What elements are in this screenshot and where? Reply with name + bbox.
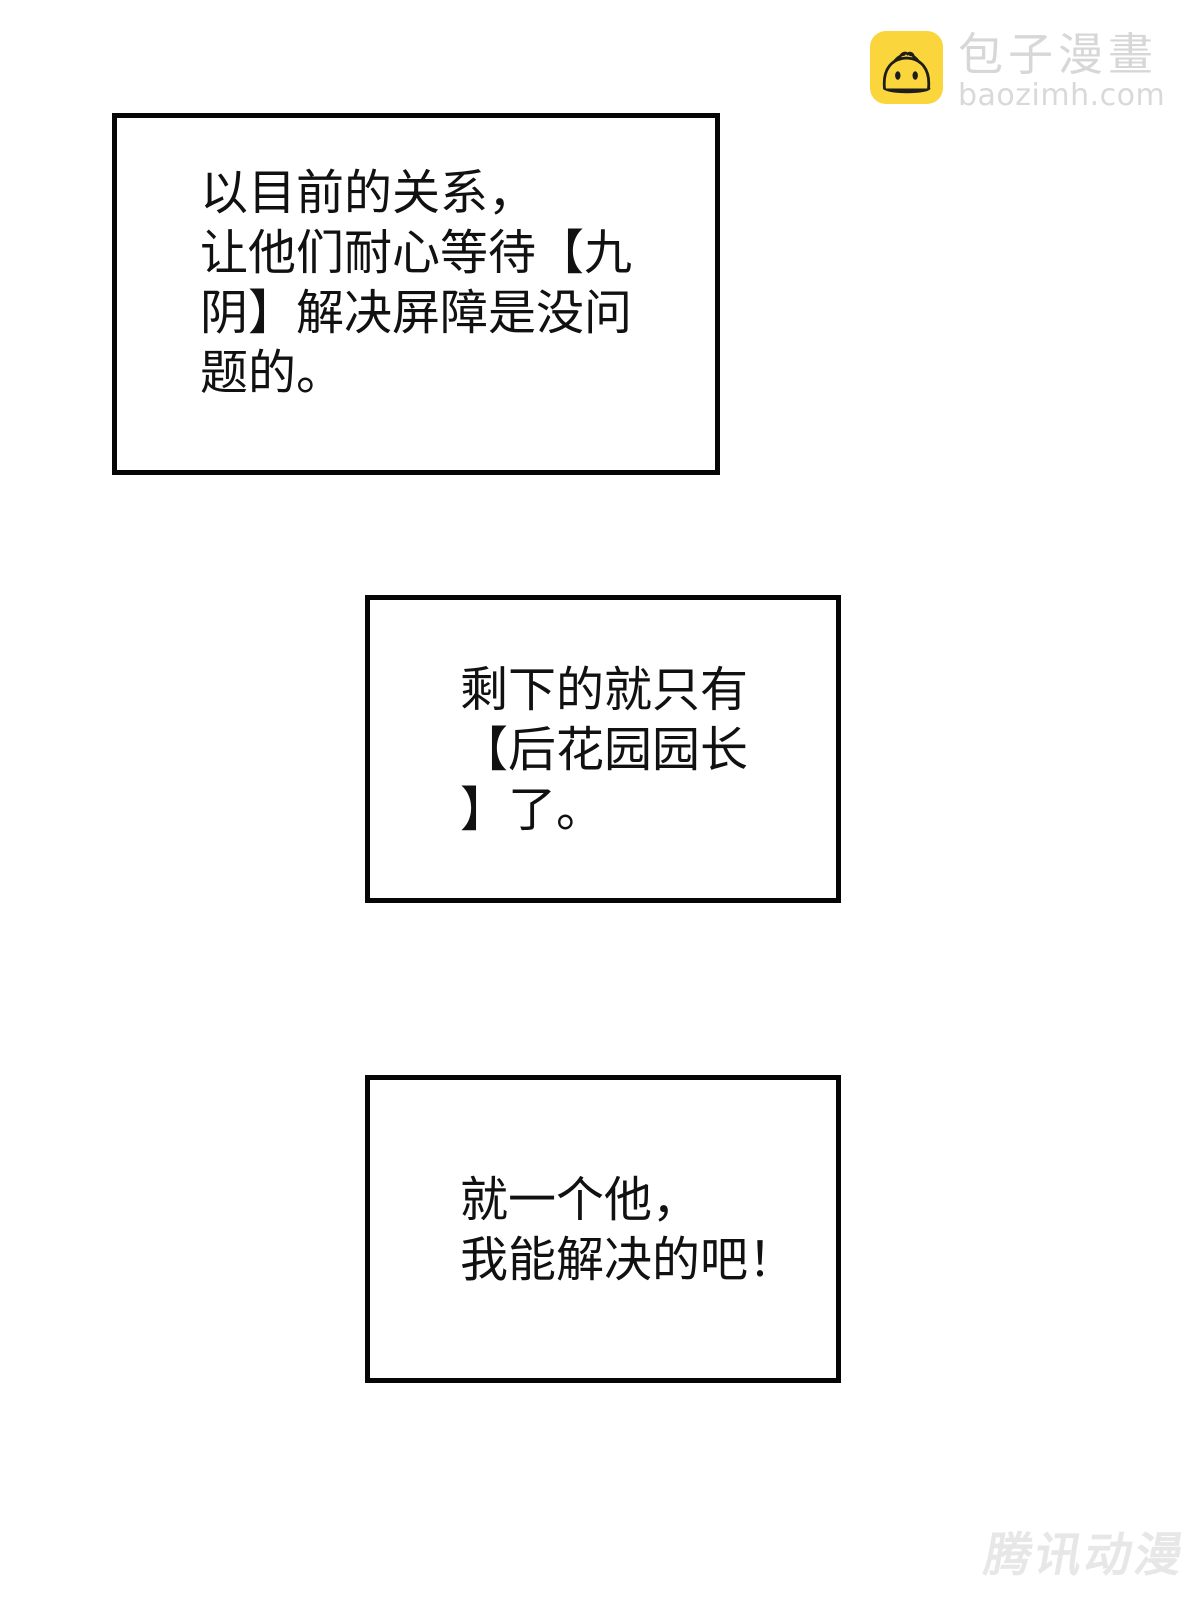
caption-box-3: 就一个他， 我能解决的吧！ xyxy=(365,1075,841,1383)
caption-text-1: 以目前的关系， 让他们耐心等待【九 阴】解决屏障是没问 题的。 xyxy=(200,165,633,401)
caption-text-2: 剩下的就只有 【后花园园长 】了。 xyxy=(460,662,749,838)
site-watermark-text: 包子漫畫 baozimh.com xyxy=(958,31,1165,112)
caption-text-3: 就一个他， 我能解决的吧！ xyxy=(460,1172,797,1288)
caption-box-1: 以目前的关系， 让他们耐心等待【九 阴】解决屏障是没问 题的。 xyxy=(112,113,720,475)
site-watermark: 包子漫畫 baozimh.com xyxy=(870,31,1165,112)
baozi-bun-icon xyxy=(870,31,943,104)
caption-box-2: 剩下的就只有 【后花园园长 】了。 xyxy=(365,595,841,903)
brand-domain: baozimh.com xyxy=(958,78,1166,113)
brand-name: 包子漫畫 xyxy=(958,28,1159,81)
publisher-watermark: 腾讯动漫 xyxy=(980,1528,1190,1583)
